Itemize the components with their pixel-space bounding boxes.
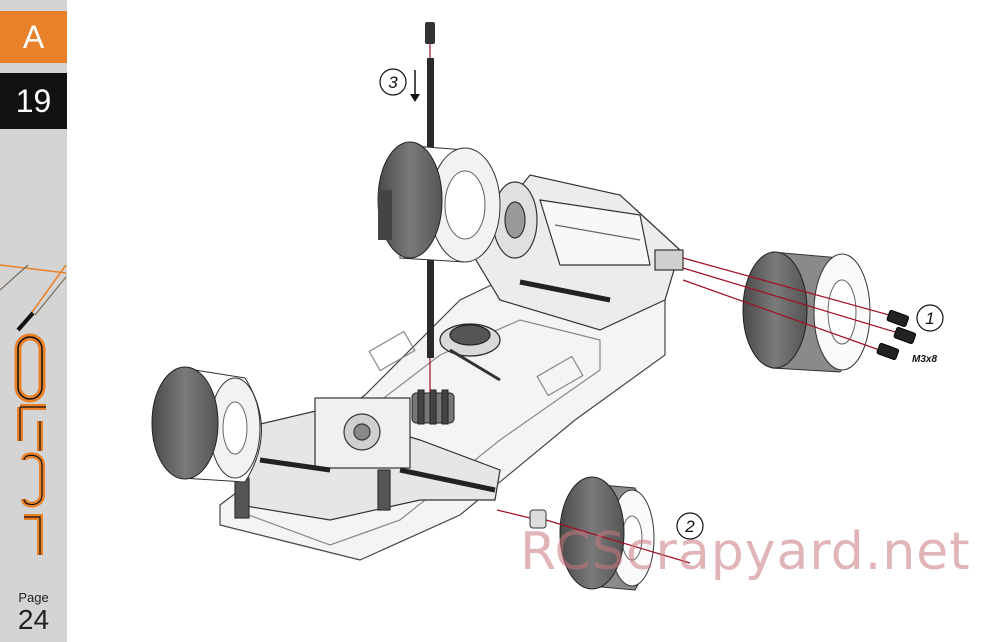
callout-3-label: 3 <box>388 73 398 92</box>
arrow-head-icon <box>410 94 420 102</box>
pulley-part <box>411 389 455 425</box>
step1-guide-lines <box>682 257 906 353</box>
callout-2-label: 2 <box>684 517 695 536</box>
rear-right-tire <box>742 251 871 373</box>
sidebar: A 19 Page 24 <box>0 0 67 642</box>
callout-1-label: 1 <box>925 309 934 328</box>
page-number: 24 <box>17 604 50 635</box>
rear-pod <box>469 174 684 331</box>
callout-2: 2 <box>676 512 704 540</box>
front-left-tire <box>151 366 262 483</box>
brand-logo <box>0 264 67 555</box>
front-right-tire <box>496 476 691 591</box>
screw-size-label: M3x8 <box>912 354 937 365</box>
step-number: 19 <box>0 73 67 129</box>
rear-left-tire <box>377 141 501 263</box>
callout-3: 3 <box>379 68 420 102</box>
assembly-drawing: 1 M3x8 2 3 <box>151 22 944 591</box>
watermark: RCScrapyard.net <box>520 522 971 582</box>
page-label: Page <box>18 590 49 605</box>
callout-1: 1 <box>916 304 944 332</box>
screws-m3x8 <box>876 309 917 360</box>
centre-pivot <box>439 323 501 382</box>
section-tab: A <box>0 11 67 63</box>
front-suspension <box>234 397 501 521</box>
